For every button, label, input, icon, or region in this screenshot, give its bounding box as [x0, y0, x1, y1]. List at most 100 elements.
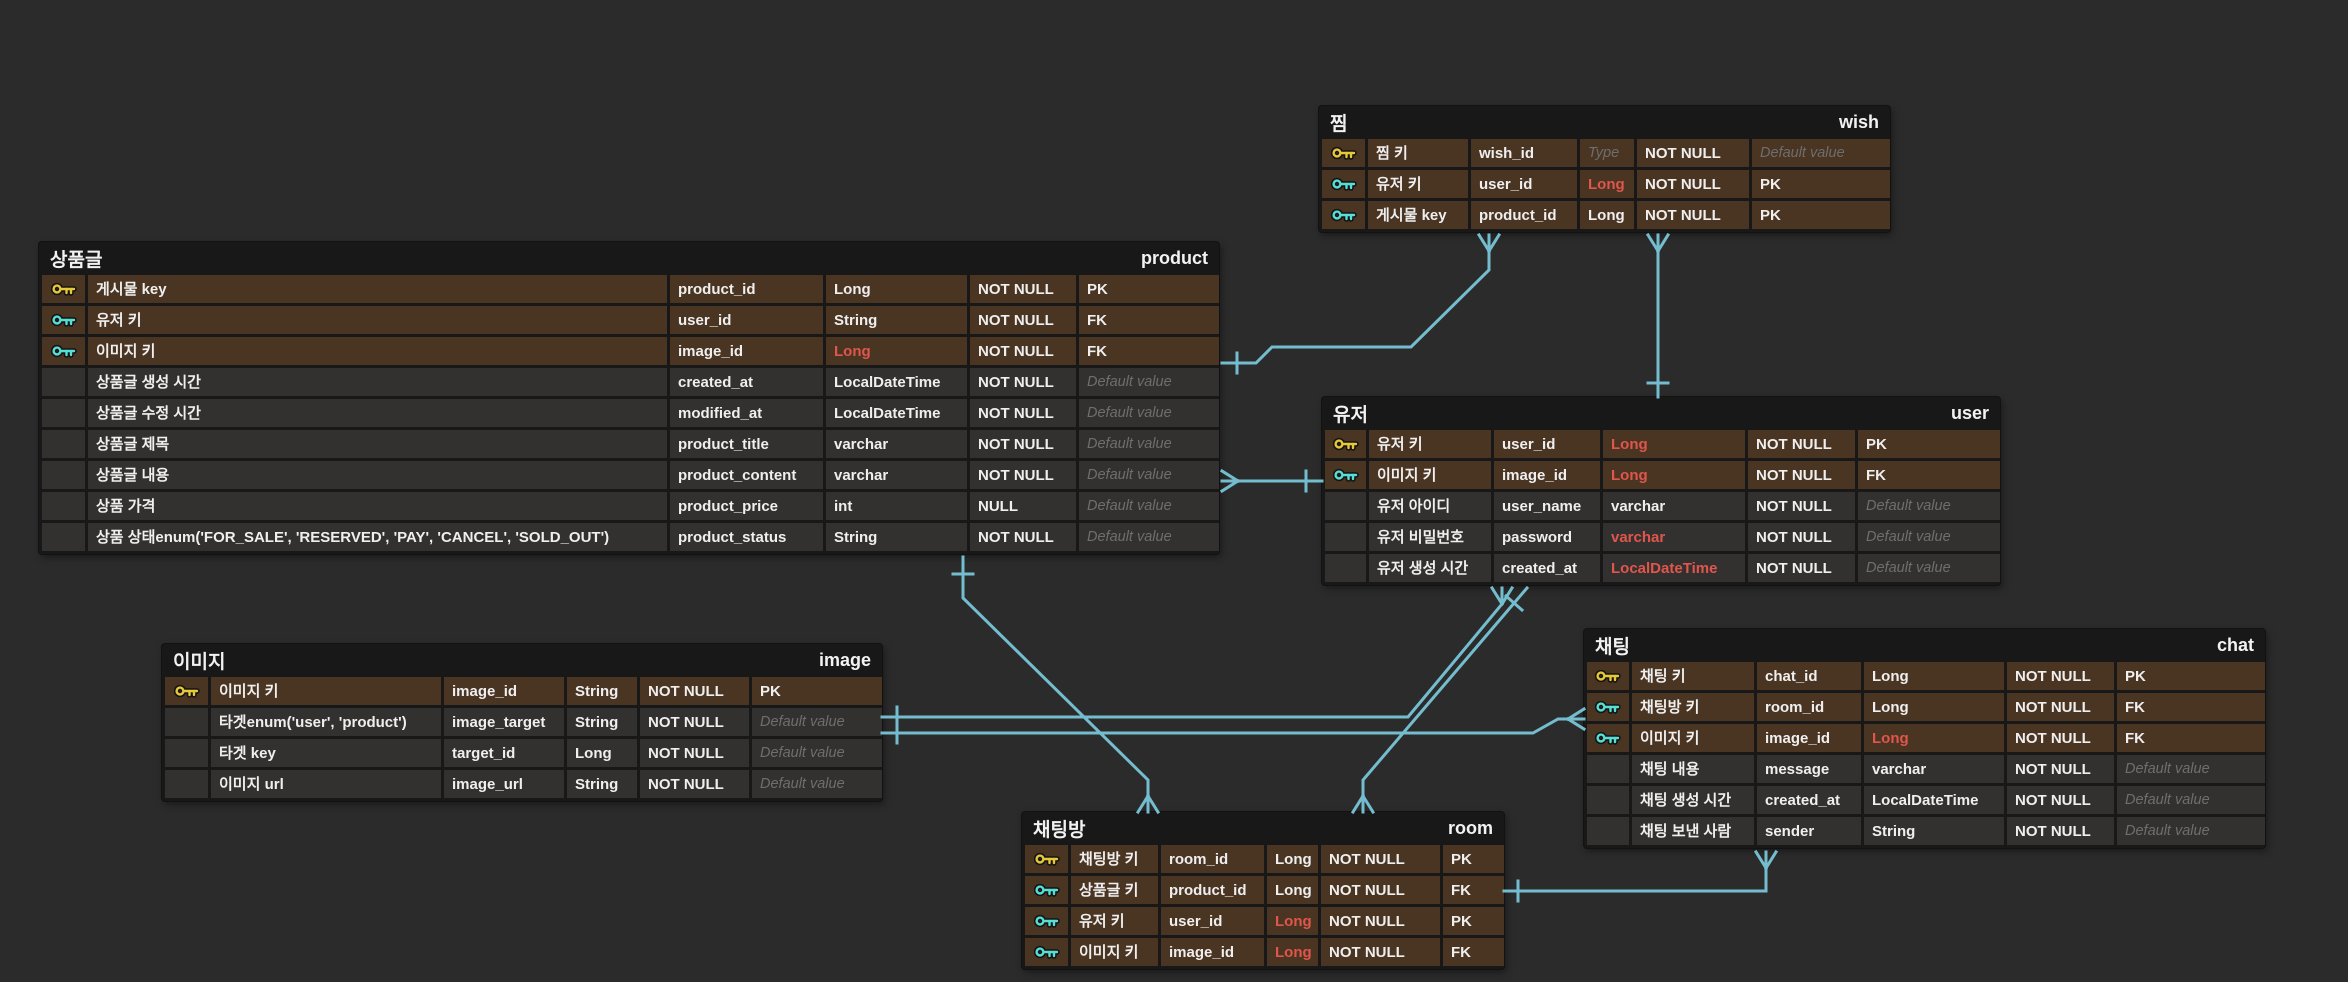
column-name-cell: created_at	[670, 368, 823, 396]
key-cell	[1322, 201, 1365, 229]
nullable-cell: NOT NULL	[2007, 755, 2114, 783]
logical-name-cell: 상품 상태enum('FOR_SALE', 'RESERVED', 'PAY',…	[88, 523, 667, 551]
column-name-cell: product_content	[670, 461, 823, 489]
default-value-cell-placeholder: Default value	[1866, 497, 1951, 514]
key-cell	[1325, 554, 1366, 582]
key-cell	[165, 739, 208, 767]
key-constraint-cell: FK	[1079, 337, 1219, 365]
nullable-cell: NOT NULL	[970, 430, 1076, 458]
type-cell: varchar	[1603, 523, 1745, 551]
type-cell: LocalDateTime	[1864, 786, 2004, 814]
nullable-cell: NOT NULL	[2007, 662, 2114, 690]
default-value-cell-placeholder: Default value	[760, 744, 845, 761]
column-name-cell: room_id	[1757, 693, 1861, 721]
nullable-cell: NOT NULL	[1321, 876, 1440, 904]
logical-name-cell: 채팅방 키	[1071, 845, 1158, 873]
logical-name-cell: 유저 비밀번호	[1369, 523, 1491, 551]
nullable-cell: NOT NULL	[640, 770, 749, 798]
column-name-cell: product_id	[1471, 201, 1577, 229]
type-cell: Long	[1864, 693, 2004, 721]
nullable-cell: NOT NULL	[640, 677, 749, 705]
table-title: 상품글	[50, 250, 103, 271]
type-cell: Long	[567, 739, 637, 767]
nullable-cell: NOT NULL	[640, 708, 749, 736]
table-row-product-product_status[interactable]: 상품 상태enum('FOR_SALE', 'RESERVED', 'PAY',…	[42, 523, 1219, 551]
foreign-key-icon	[1595, 700, 1621, 714]
nullable-cell: NOT NULL	[970, 368, 1076, 396]
default-value-cell-placeholder: Default value	[760, 775, 845, 792]
type-cell: String	[1864, 817, 2004, 845]
default-value-cell: Default value	[2117, 817, 2265, 845]
type-cell: Long	[1267, 876, 1318, 904]
key-cell	[1322, 170, 1365, 198]
default-value-cell-placeholder: Default value	[1087, 497, 1172, 514]
column-name-cell: product_id	[1161, 876, 1264, 904]
key-cell	[165, 677, 208, 705]
key-cell	[1025, 938, 1068, 966]
nullable-cell: NOT NULL	[2007, 817, 2114, 845]
logical-name-cell: 이미지 키	[1071, 938, 1158, 966]
default-value-cell-placeholder: Default value	[1866, 528, 1951, 545]
logical-name-cell: 상품글 수정 시간	[88, 399, 667, 427]
logical-name-cell: 유저 아이디	[1369, 492, 1491, 520]
default-value-cell: Default value	[1752, 139, 1890, 167]
column-name-cell: product_price	[670, 492, 823, 520]
logical-name-cell: 이미지 키	[1632, 724, 1754, 752]
type-cell: Long	[1580, 170, 1634, 198]
column-name-cell: target_id	[444, 739, 564, 767]
nullable-cell: NOT NULL	[1637, 170, 1749, 198]
type-cell: LocalDateTime	[1603, 554, 1745, 582]
column-name-cell: image_id	[1494, 461, 1600, 489]
table-physical-name: chat	[2216, 635, 2254, 655]
key-constraint-cell: PK	[1443, 907, 1504, 935]
primary-key-icon	[1033, 852, 1060, 866]
default-value-cell-placeholder: Default value	[1087, 373, 1172, 390]
key-constraint-cell: FK	[2117, 693, 2265, 721]
key-cell	[1587, 817, 1629, 845]
foreign-key-icon	[1595, 731, 1621, 745]
column-name-cell: image_url	[444, 770, 564, 798]
column-name-cell: image_id	[670, 337, 823, 365]
type-cell: String	[567, 708, 637, 736]
key-cell	[1587, 662, 1629, 690]
type-cell: varchar	[826, 461, 967, 489]
nullable-cell: NOT NULL	[1321, 938, 1440, 966]
key-constraint-cell: PK	[1752, 170, 1890, 198]
